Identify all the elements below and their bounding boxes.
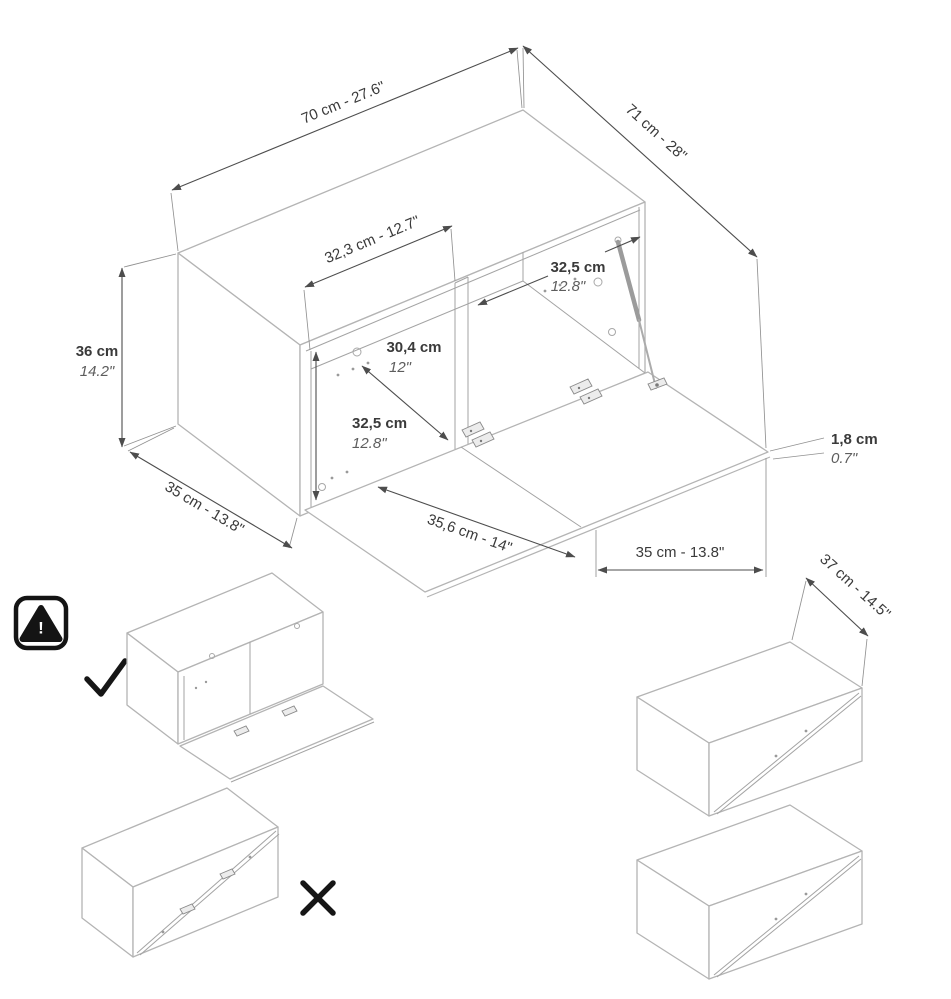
label-variant-depth: 37 cm - 14.5": [816, 551, 893, 623]
flap-hinge-right: [569, 378, 603, 405]
small-cabinet-incorrect: [81, 787, 280, 958]
dim-flap-front-width: 35 cm - 13.8": [595, 458, 767, 577]
dim-height: 36 cm 14.2": [76, 253, 177, 448]
dim-interior-depth: 30,4 cm 12": [361, 339, 449, 441]
hinge: [233, 705, 298, 737]
label-height-in: 14.2": [80, 363, 115, 380]
cross-icon: [300, 880, 336, 916]
warning-icon: !: [13, 595, 69, 651]
label-interior-height-cm: 32,5 cm: [352, 415, 407, 432]
main-cabinet: [177, 109, 771, 598]
warning-exclamation: !: [38, 619, 44, 638]
hinge: [179, 868, 236, 915]
label-body-depth: 35 cm - 13.8": [162, 478, 247, 538]
small-cabinet-right-top: [636, 641, 863, 817]
label-interior-depth-cm: 30,4 cm: [386, 339, 441, 356]
small-cabinet-correct: [126, 572, 375, 783]
label-flap-front-width: 35 cm - 13.8": [636, 544, 725, 561]
label-right-compartment-width-in: 12.8": [551, 278, 586, 295]
dim-right-compartment-width: 32,5 cm 12.8": [477, 236, 641, 306]
label-panel-thickness-in: 0.7": [831, 450, 858, 467]
dim-interior-height: 32,5 cm 12.8": [312, 351, 407, 501]
label-interior-depth-in: 12": [389, 359, 412, 376]
label-right-compartment-width-cm: 32,5 cm: [550, 259, 605, 276]
check-icon: [84, 658, 128, 697]
dim-panel-thickness: 1,8 cm 0.7": [769, 431, 878, 467]
flap-hinge-left: [461, 421, 495, 448]
small-cabinet-right-bottom: [636, 804, 863, 980]
label-panel-thickness-cm: 1,8 cm: [831, 431, 878, 448]
label-height-cm: 36 cm: [76, 343, 119, 360]
label-interior-height-in: 12.8": [352, 435, 387, 452]
label-open-depth: 71 cm - 28": [622, 101, 690, 165]
